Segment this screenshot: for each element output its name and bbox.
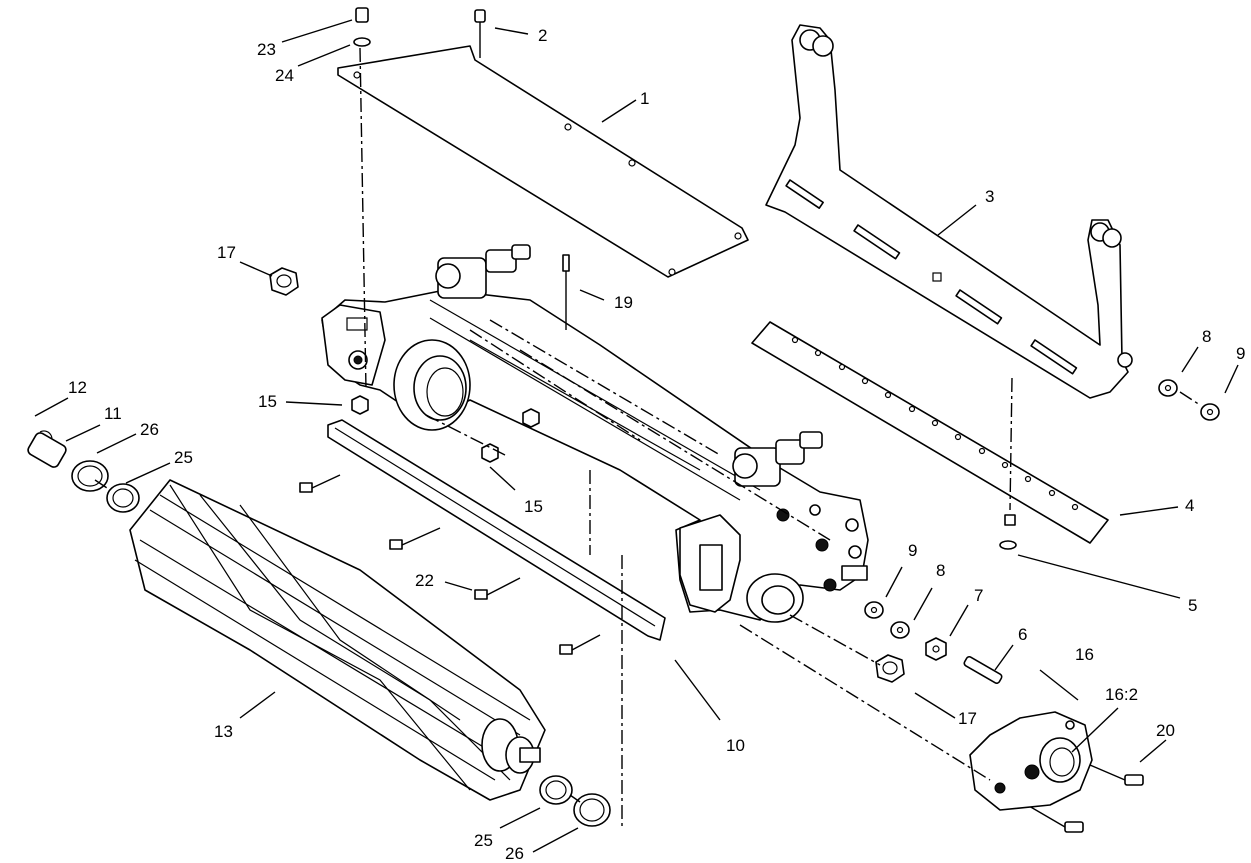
callout-24: 24 — [275, 66, 294, 85]
callout-3: 3 — [985, 187, 994, 206]
bearing-nut-17 — [269, 267, 905, 683]
reel-motor — [969, 711, 1093, 811]
callout-12: 12 — [68, 378, 87, 397]
lower-bearing-stack — [539, 775, 611, 827]
washers — [864, 379, 1220, 661]
callout-9-right: 9 — [1236, 344, 1245, 363]
callout-26-left: 26 — [140, 420, 159, 439]
callout-10: 10 — [726, 736, 745, 755]
callout-16: 16 — [1075, 645, 1094, 664]
callout-leader-lines — [34, 19, 1239, 853]
callout-7: 7 — [974, 586, 983, 605]
callout-4: 4 — [1185, 496, 1194, 515]
bolts — [299, 7, 1144, 833]
callout-15-center: 15 — [524, 497, 543, 516]
callout-17-lower: 17 — [958, 709, 977, 728]
callout-15-left: 15 — [258, 392, 277, 411]
callout-9-lower: 9 — [908, 541, 917, 560]
main-frame — [321, 244, 869, 623]
roller-bracket — [765, 24, 1133, 399]
callout-5: 5 — [1188, 596, 1197, 615]
callout-16-2: 16:2 — [1105, 685, 1138, 704]
callout-20: 20 — [1156, 721, 1175, 740]
assembly-centerlines — [94, 47, 1201, 830]
left-bearing-stack — [27, 430, 140, 513]
callout-19: 19 — [614, 293, 633, 312]
reel — [129, 479, 546, 801]
callout-1: 1 — [640, 89, 649, 108]
callout-25-left: 25 — [174, 448, 193, 467]
callout-labels: 1 2 3 4 5 6 7 8 8 9 9 10 11 12 13 15 15 … — [68, 26, 1245, 863]
callout-2: 2 — [538, 26, 547, 45]
bedbar — [327, 419, 666, 641]
callout-25-lower: 25 — [474, 831, 493, 850]
shield-plate — [337, 45, 749, 278]
callout-26-lower: 26 — [505, 844, 524, 863]
callout-11: 11 — [104, 404, 122, 423]
callout-17-left: 17 — [217, 243, 236, 262]
callout-8-lower: 8 — [936, 561, 945, 580]
callout-6: 6 — [1018, 625, 1027, 644]
callout-22: 22 — [415, 571, 434, 590]
bedknife-bar — [751, 321, 1109, 544]
callout-8-right: 8 — [1202, 327, 1211, 346]
callout-13: 13 — [214, 722, 233, 741]
callout-23: 23 — [257, 40, 276, 59]
